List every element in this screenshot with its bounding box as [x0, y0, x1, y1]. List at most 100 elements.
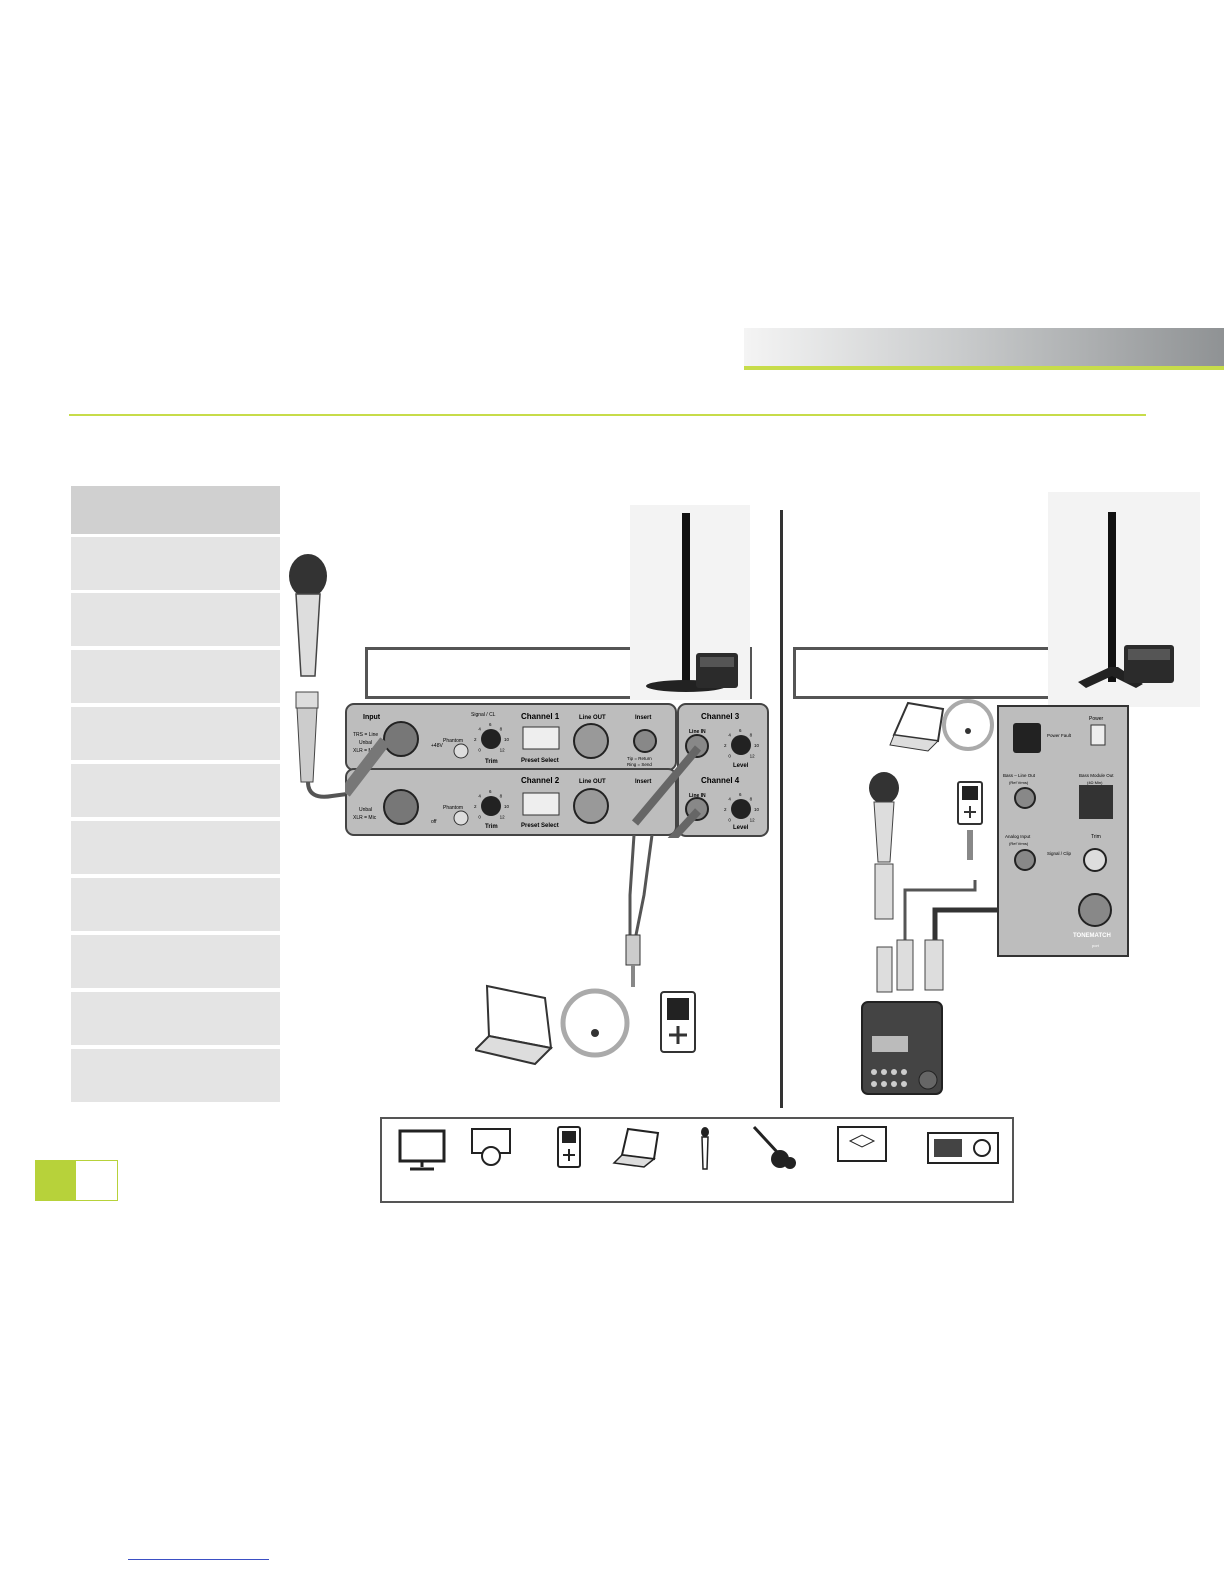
- knob-tick-label: 2: [724, 743, 727, 748]
- preset-select-label: Preset Select: [521, 823, 559, 829]
- nav-tab[interactable]: [71, 593, 280, 646]
- mic-grille: [289, 554, 327, 598]
- phantom-switch-2[interactable]: [453, 810, 469, 826]
- bass-module-top: [700, 657, 734, 667]
- media-player-screen: [667, 998, 689, 1020]
- tonematch-mixer-icon: [861, 1001, 943, 1095]
- mixer-buttons: [871, 1069, 907, 1087]
- analog-input-jack[interactable]: [1014, 849, 1036, 871]
- power-label: Power: [1089, 716, 1104, 722]
- section-header-rule: [744, 366, 1224, 370]
- preset-select-1[interactable]: [522, 726, 560, 750]
- analog-input-label: Analog Input: [1005, 834, 1031, 839]
- knob-tick-label: 6: [739, 728, 742, 733]
- line-out-jack-2[interactable]: [573, 788, 609, 824]
- nav-tab[interactable]: [71, 1049, 280, 1102]
- nav-tab[interactable]: [71, 878, 280, 931]
- bass-module-out-sub: (4Ω Min): [1087, 780, 1103, 785]
- footer-link[interactable]: [128, 1559, 269, 1560]
- top-rule: [69, 414, 1146, 416]
- nav-tab[interactable]: [71, 935, 280, 988]
- phantom-label: Phantom: [443, 738, 463, 744]
- mini-plug-tip: [631, 965, 635, 987]
- speaker-column: [1108, 512, 1116, 682]
- unbal-label: Unbal: [359, 807, 372, 813]
- nav-tab[interactable]: [71, 537, 280, 590]
- laptop-right-icon: [889, 699, 994, 752]
- knob-tick-label: 2: [724, 807, 727, 812]
- bass-line-out-jack[interactable]: [1014, 787, 1036, 809]
- line-in-label: Line IN: [689, 793, 706, 799]
- tonematch-cable: [932, 907, 1005, 990]
- nav-tab[interactable]: [71, 821, 280, 874]
- knob-tick-label: 6: [489, 722, 492, 727]
- page-badge-green: [35, 1160, 76, 1201]
- signal-label: Signal / CL: [471, 712, 496, 718]
- nav-tab[interactable]: [71, 764, 280, 817]
- right-cabling: [896, 880, 1005, 991]
- diagram-divider: [780, 510, 783, 1108]
- headphone-jack: [965, 728, 971, 734]
- media-player-icon: [557, 1126, 581, 1168]
- line-out-label: Line OUT: [579, 779, 606, 785]
- mic-cable: [306, 781, 363, 799]
- trim-knob-1[interactable]: [481, 729, 501, 749]
- knob-tick-label: 10: [504, 737, 510, 742]
- knob-tick-label: 0: [478, 815, 481, 820]
- tip-return-label: Tip = Return: [627, 756, 652, 761]
- bass-module-top: [1128, 649, 1170, 660]
- mixer-rear-panel: Input TRS = Line Unbal XLR = Mic +48V Ph…: [345, 703, 769, 838]
- knob-tick-label: 8: [500, 726, 503, 731]
- input-jack-2[interactable]: [383, 789, 419, 825]
- nav-tab[interactable]: [71, 992, 280, 1045]
- bass-line-out-sub: (Ref Vrms): [1009, 780, 1029, 785]
- tonematch-port[interactable]: [1078, 893, 1112, 927]
- laptop-icon: [612, 1127, 660, 1168]
- insert-jack-1[interactable]: [633, 729, 657, 753]
- input-label: Input: [363, 714, 381, 721]
- nav-tab[interactable]: [71, 707, 280, 760]
- knob-tick-label: 8: [750, 796, 753, 801]
- preset-select-2[interactable]: [522, 792, 560, 816]
- trim-knob-2[interactable]: [481, 796, 501, 816]
- laptop-screen: [892, 701, 945, 743]
- mini-plug-body: [625, 934, 641, 966]
- insert-label: Insert: [635, 715, 651, 721]
- knob-tick-label: 12: [750, 818, 756, 823]
- ring-send-label: Ring = Send: [627, 762, 652, 767]
- laptop-keyboard: [889, 734, 940, 752]
- bass-module-out-jack[interactable]: [1079, 785, 1113, 819]
- headphone-jack-callout: [560, 988, 630, 1058]
- knob-tick-label: 4: [478, 793, 481, 798]
- knob-tick-label: 8: [500, 793, 503, 798]
- microphone-left-icon: [289, 554, 363, 799]
- level-knob-3[interactable]: [731, 735, 751, 755]
- knob-tick-label: 12: [500, 815, 506, 820]
- knob-tick-label: 10: [754, 807, 760, 812]
- media-player-screen: [962, 786, 978, 800]
- tonematch-label: TONEMATCH: [1073, 933, 1111, 939]
- knob-tick-label: 12: [500, 748, 506, 753]
- input-jack-1[interactable]: [383, 721, 419, 757]
- bass-module-out-label: Bass Module Out: [1079, 773, 1114, 778]
- media-player-wheel: [669, 1026, 687, 1044]
- dual-plug: [896, 939, 914, 991]
- knob-tick-label: 10: [504, 804, 510, 809]
- xlr-connector-top: [295, 691, 319, 709]
- phantom-label: Phantom: [443, 805, 463, 811]
- phantom-switch-1[interactable]: [453, 743, 469, 759]
- knob-tick-label: 2: [474, 737, 477, 742]
- level-knob-4[interactable]: [731, 799, 751, 819]
- xlr-connector-body: [296, 707, 318, 783]
- headphone-jack-callout: [942, 699, 994, 751]
- line-out-jack-1[interactable]: [573, 723, 609, 759]
- nav-tab[interactable]: [71, 650, 280, 703]
- dvd-player-icon: [471, 1128, 511, 1166]
- knob-tick-label: 12: [750, 754, 756, 759]
- speaker-column: [682, 513, 690, 681]
- microphone-icon: [701, 1127, 709, 1170]
- guitar-icon: [752, 1125, 796, 1169]
- analog-input-sub: (Ref Vrms): [1009, 841, 1029, 846]
- trim-knob[interactable]: [1083, 848, 1107, 872]
- power-switch[interactable]: [1090, 724, 1106, 746]
